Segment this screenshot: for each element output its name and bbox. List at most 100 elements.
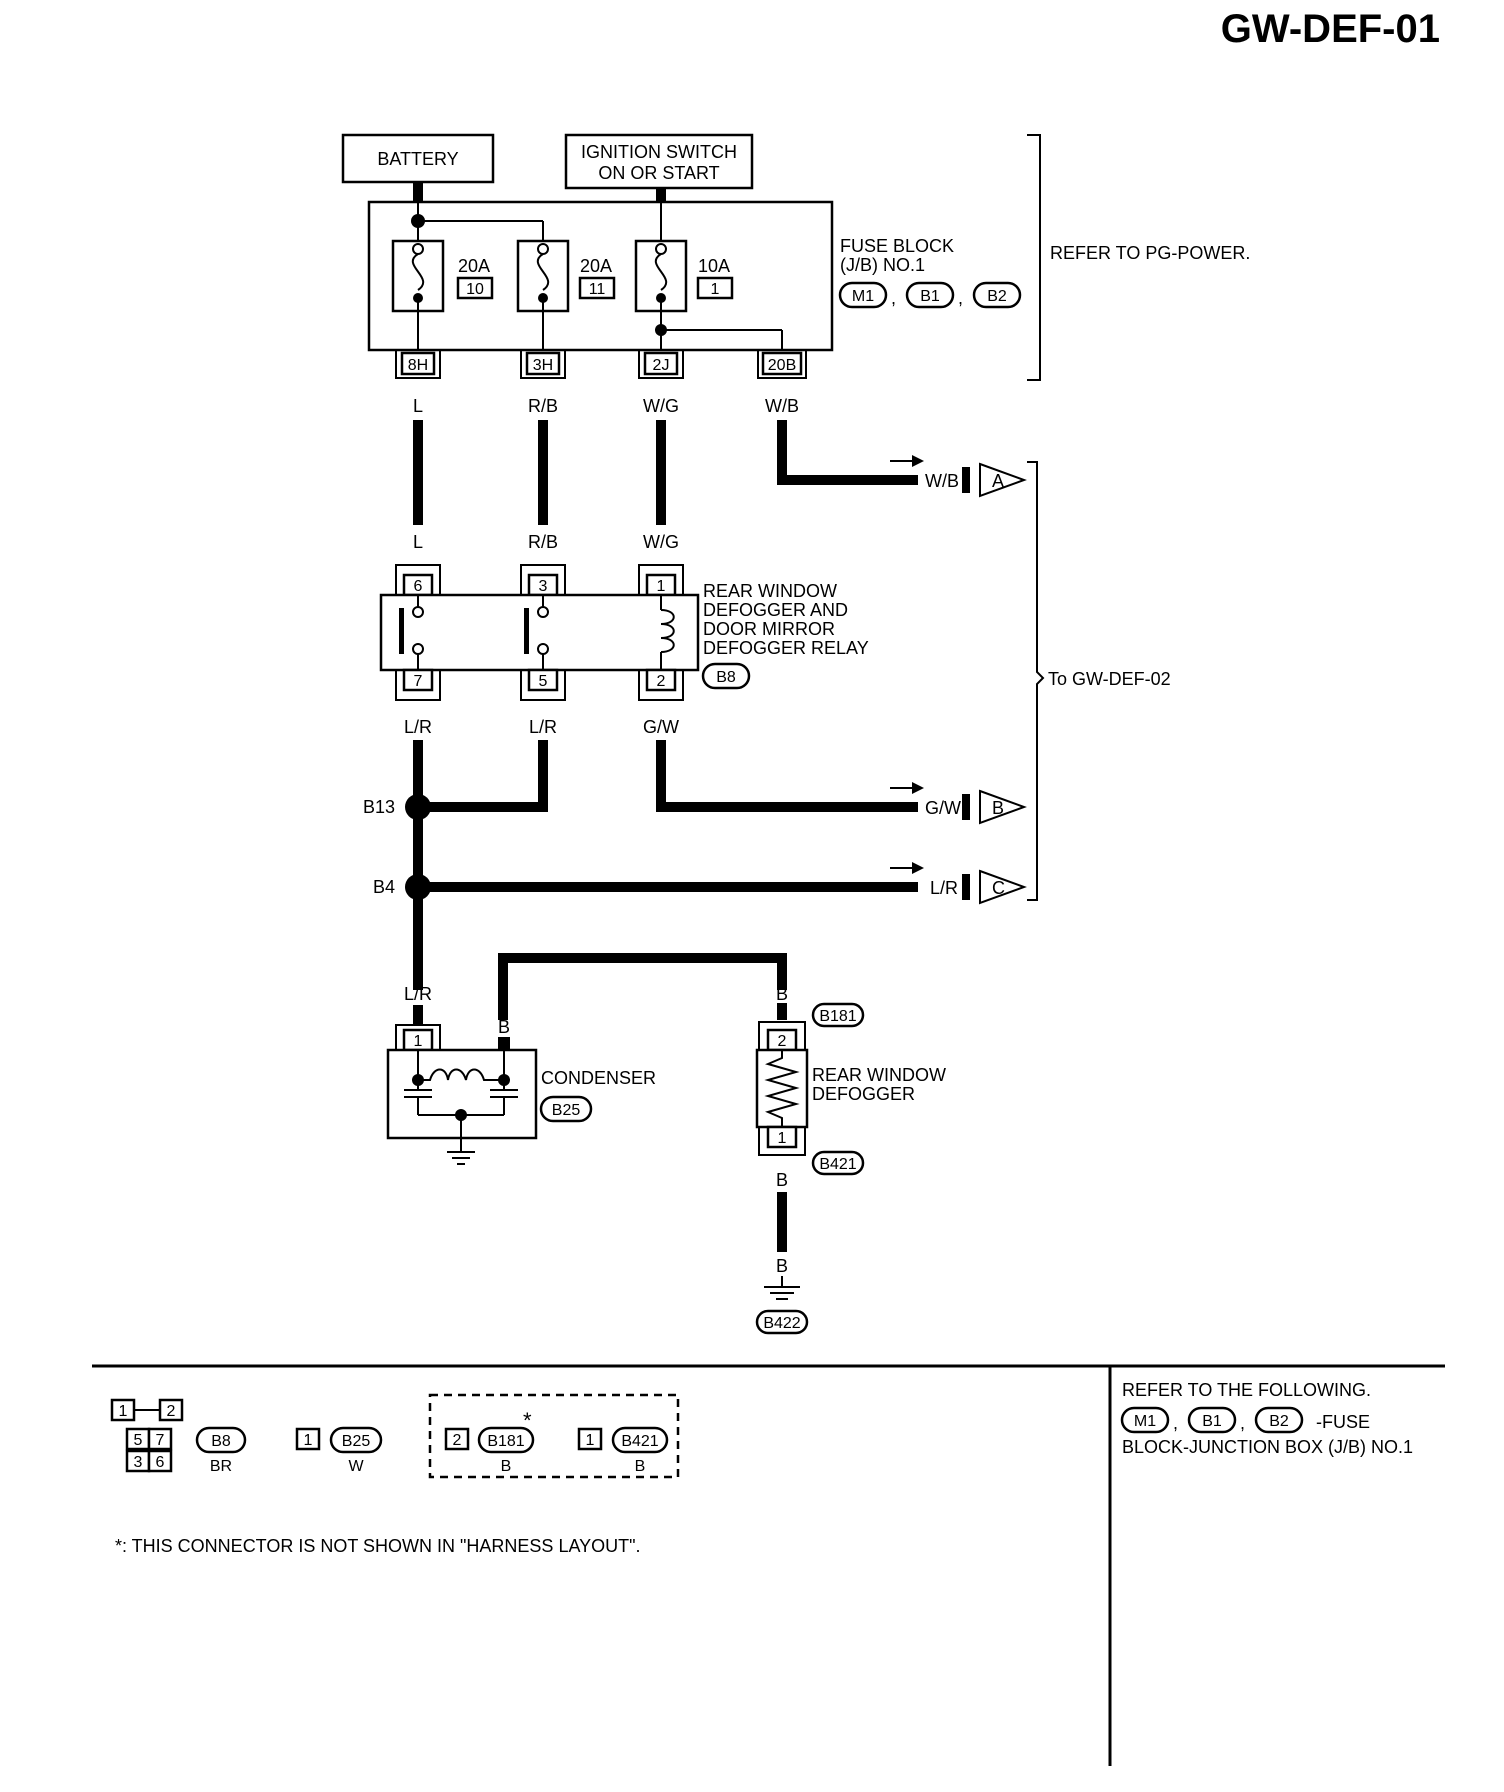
legend-b181-star: *: [523, 1408, 532, 1433]
terminal-2J: 2J: [638, 350, 684, 379]
ground-connector-badge: B422: [755, 1309, 809, 1335]
output-B-wire: G/W: [925, 798, 961, 818]
legend-b421-color: B: [635, 1458, 646, 1475]
defogger-pin-2: 2: [778, 1033, 787, 1050]
output-A-letter: A: [992, 471, 1004, 491]
legend-b25-color: W: [348, 1458, 364, 1475]
svg-text:B181: B181: [819, 1008, 856, 1025]
ignition-switch-box: IGNITION SWITCH ON OR START: [564, 133, 754, 190]
svg-text:1: 1: [586, 1432, 595, 1449]
refer-following-title: REFER TO THE FOLLOWING.: [1122, 1380, 1371, 1400]
refer-following-connectors: M1 , B1 , B2 -FUSE: [1120, 1406, 1370, 1434]
fuse-1-number: 1: [711, 281, 720, 298]
defogger-bottom-wire-label: B: [776, 1170, 788, 1190]
fuse-1-amp: 10A: [698, 256, 730, 276]
relay-out-wire-1: L/R: [404, 717, 432, 737]
legend-b181-color: B: [501, 1458, 512, 1475]
fuse-10-number: 10: [466, 281, 484, 298]
legend-b8-connector: B8: [211, 1433, 231, 1450]
junction-B4-label: B4: [373, 877, 395, 897]
wire-label-top-2: R/B: [528, 396, 558, 416]
svg-text:B8: B8: [716, 669, 736, 686]
wire-L-R-relay5: [418, 740, 548, 812]
svg-text:3: 3: [134, 1454, 143, 1471]
junction-B4: [405, 874, 431, 900]
output-B: G/W B: [890, 782, 1027, 825]
legend-b181-connector: B181: [487, 1433, 524, 1450]
output-C: L/R C: [890, 862, 1027, 905]
condenser: 1: [386, 1024, 538, 1165]
legend-b25-connector: B25: [342, 1433, 371, 1450]
defogger-label-line2: DEFOGGER: [812, 1084, 915, 1104]
wire-B-loop: [498, 953, 787, 1020]
gw-def-02-bracket: [1027, 461, 1045, 901]
svg-text:M1: M1: [1134, 1413, 1156, 1430]
condenser-wire-label: L/R: [404, 984, 432, 1004]
relay-in-wire-3: W/G: [643, 532, 679, 552]
defogger-connector-bottom-badge: B421: [811, 1150, 865, 1176]
output-B-letter: B: [992, 798, 1004, 818]
svg-text:,: ,: [891, 288, 896, 308]
pg-power-bracket: [1027, 134, 1041, 381]
fuse-block-label-line2: (J/B) NO.1: [840, 255, 925, 275]
footnote: *: THIS CONNECTOR IS NOT SHOWN IN "HARNE…: [115, 1536, 641, 1556]
relay-pin-2: 2: [657, 673, 666, 690]
terminal-20B: 20B: [757, 350, 807, 379]
fuse-10: 20A 10: [391, 239, 494, 350]
defogger-pin-1: 1: [778, 1130, 787, 1147]
defogger-top-wire-label: B: [776, 984, 788, 1004]
legend-b421-connector: B421: [621, 1433, 658, 1450]
refer-following-line2: BLOCK-JUNCTION BOX (J/B) NO.1: [1122, 1437, 1413, 1457]
relay-pin-7: 7: [414, 673, 423, 690]
relay-in-wire-1: L: [413, 532, 423, 552]
ground-wire-label: B: [776, 1256, 788, 1276]
fuse-block-connectors: M1 , B1 , B2: [838, 281, 1022, 309]
svg-text:B1: B1: [1202, 1413, 1222, 1430]
svg-text:,: ,: [1240, 1413, 1245, 1433]
condenser-b-label: B: [498, 1017, 510, 1037]
svg-text:,: ,: [1173, 1413, 1178, 1433]
fuse-11-amp: 20A: [580, 256, 612, 276]
fuse-11: 20A 11: [516, 239, 616, 350]
legend-b25: 1 B25 W: [295, 1426, 383, 1475]
svg-text:5: 5: [134, 1432, 143, 1449]
junction-B13: [405, 794, 431, 820]
ground-icon: [764, 1276, 800, 1300]
svg-text:1: 1: [304, 1432, 313, 1449]
battery-box: BATTERY: [341, 133, 495, 184]
relay-connector-badge: B8: [701, 662, 751, 690]
svg-text:8H: 8H: [408, 357, 428, 374]
svg-text:3H: 3H: [533, 357, 553, 374]
defogger-relay: 6 3 1 7 5 2: [379, 564, 700, 701]
rear-window-defogger: B181 2 1 B421: [755, 1002, 865, 1176]
fuse-1: 10A 1: [634, 239, 783, 350]
legend-b8: 1 2 5 7 3 6 B8 BR: [110, 1398, 247, 1475]
wire-label-top-3: W/G: [643, 396, 679, 416]
svg-text:20B: 20B: [768, 357, 796, 374]
defogger-connector-top-badge: B181: [811, 1002, 865, 1028]
junction-B13-label: B13: [363, 797, 395, 817]
legend-dashed-group: [428, 1393, 680, 1479]
fuse-block: 20A 10 20A 11 10A 1: [367, 200, 834, 379]
svg-text:-FUSE: -FUSE: [1316, 1412, 1370, 1432]
condenser-label: CONDENSER: [541, 1068, 656, 1088]
relay-label-line4: DEFOGGER RELAY: [703, 638, 869, 658]
svg-text:M1: M1: [852, 288, 874, 305]
refer-pg-power: REFER TO PG-POWER.: [1050, 243, 1250, 263]
fuse-10-amp: 20A: [458, 256, 490, 276]
wire-G-W-out: [656, 740, 918, 812]
svg-text:B2: B2: [1269, 1413, 1289, 1430]
svg-text:B2: B2: [987, 288, 1007, 305]
svg-text:B1: B1: [920, 288, 940, 305]
legend-b8-color: BR: [210, 1458, 232, 1475]
output-C-letter: C: [992, 878, 1005, 898]
wire-label-top-4: W/B: [765, 396, 799, 416]
fuse-block-label-line1: FUSE BLOCK: [840, 236, 954, 256]
svg-text:B422: B422: [763, 1315, 800, 1332]
svg-text:2: 2: [453, 1432, 462, 1449]
page-title: GW-DEF-01: [1221, 7, 1440, 51]
svg-text:7: 7: [156, 1432, 165, 1449]
relay-pin-1: 1: [657, 578, 666, 595]
wire-W-B-out: [777, 420, 918, 485]
